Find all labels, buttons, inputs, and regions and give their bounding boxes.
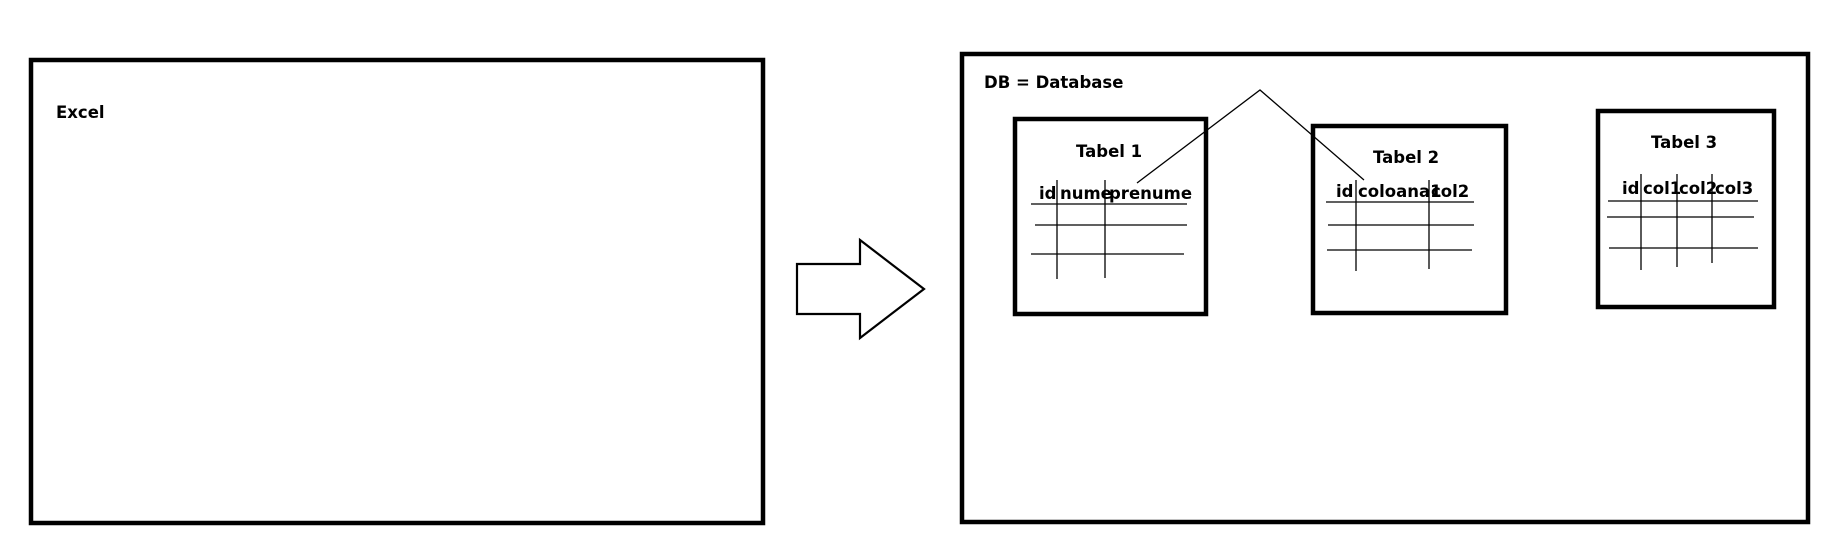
table-3-frame [1595, 108, 1777, 310]
table-3-title: Tabel 3 [1651, 133, 1717, 152]
table-1-col-id: id [1039, 184, 1056, 203]
arrow-icon [795, 237, 926, 341]
table-2-col-coloana1: coloana1 [1358, 182, 1442, 201]
table-1-title: Tabel 1 [1076, 142, 1142, 161]
table-1: Tabel 1 id nume prenume [1012, 116, 1209, 317]
table-3: Tabel 3 id col1 col2 col3 [1595, 108, 1777, 310]
excel-label: Excel [56, 103, 105, 122]
table-3-col-col3: col3 [1715, 179, 1753, 198]
table-2-frame [1310, 123, 1509, 316]
table-3-col-col2: col2 [1679, 179, 1717, 198]
table-1-col-prenume: prenume [1109, 184, 1192, 203]
conversion-arrow [795, 237, 926, 341]
table-2-title: Tabel 2 [1373, 148, 1439, 167]
excel-box: Excel [28, 57, 766, 526]
database-frame [959, 51, 1811, 525]
table-1-frame [1012, 116, 1209, 317]
table-3-col-id: id [1622, 179, 1639, 198]
excel-frame [28, 57, 766, 526]
database-label: DB = Database [984, 73, 1123, 92]
table-2: Tabel 2 id coloana1 col2 [1310, 123, 1509, 316]
table-3-col-col1: col1 [1643, 179, 1681, 198]
table-2-col-id: id [1336, 182, 1353, 201]
table-1-col-nume: nume [1060, 184, 1112, 203]
table-2-col-col2: col2 [1431, 182, 1469, 201]
relationship-line [1136, 89, 1365, 184]
database-box: DB = Database Tabel 1 id nume prenume Ta… [959, 51, 1811, 525]
